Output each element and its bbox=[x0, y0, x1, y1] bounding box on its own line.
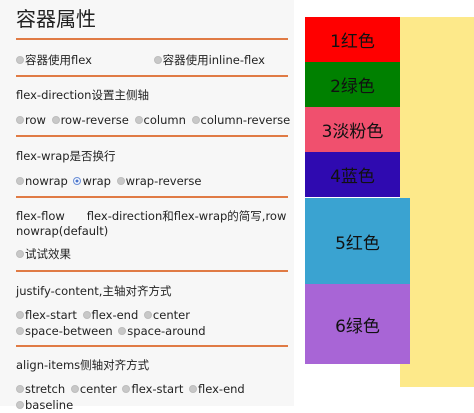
option-label: column-reverse bbox=[200, 113, 291, 127]
flex-wrap-label: flex-wrap是否换行 bbox=[16, 149, 116, 163]
flex-wrap-wrap-option[interactable]: wrap bbox=[73, 173, 111, 189]
flex-item-1: 1红色 bbox=[305, 17, 400, 62]
option-label: flex-end bbox=[198, 382, 245, 396]
radio-row-reverse[interactable] bbox=[51, 116, 60, 124]
flex-wrap-options: nowrap wrap wrap-reverse bbox=[16, 173, 203, 189]
align-baseline-option[interactable]: baseline bbox=[16, 397, 73, 413]
flex-item-5: 5红色 bbox=[305, 198, 410, 284]
flex-flow-label: flex-flow flex-direction和flex-wrap的简写,row bbox=[16, 208, 288, 224]
flex-wrap-wrap-reverse-option[interactable]: wrap-reverse bbox=[116, 173, 202, 189]
page-title: 容器属性 bbox=[16, 7, 96, 31]
flex-flow-name: flex-flow bbox=[16, 209, 65, 223]
align-items-label: align-items侧轴对齐方式 bbox=[16, 358, 150, 372]
control-panel: 容器属性 容器使用flex 容器使用inline-flex flex-direc… bbox=[16, 7, 292, 412]
option-label: baseline bbox=[25, 398, 74, 412]
radio-justify-space-between[interactable] bbox=[16, 327, 24, 335]
option-label: center bbox=[79, 382, 117, 396]
flex-direction-row-reverse-option[interactable]: row-reverse bbox=[51, 112, 129, 128]
option-label: 试试效果 bbox=[25, 247, 71, 261]
flex-item-label: 2绿色 bbox=[330, 77, 375, 97]
flex-flow-options: 试试效果 bbox=[16, 246, 73, 262]
align-flex-end-option[interactable]: flex-end bbox=[189, 381, 245, 397]
align-stretch-option[interactable]: stretch bbox=[16, 381, 65, 397]
flex-container bbox=[400, 17, 474, 387]
option-label: nowrap bbox=[25, 174, 68, 188]
radio-justify-flex-end[interactable] bbox=[82, 311, 91, 319]
display-options: 容器使用flex 容器使用inline-flex bbox=[16, 52, 267, 68]
radio-wrap[interactable] bbox=[73, 177, 82, 185]
align-items-options: stretch center flex-start flex-end basel… bbox=[16, 381, 288, 413]
flex-item-4: 4蓝色 bbox=[305, 152, 400, 197]
option-label: flex-start bbox=[25, 308, 77, 322]
divider bbox=[16, 75, 288, 77]
flex-direction-options: row row-reverse column column-reverse bbox=[16, 112, 292, 128]
flex-wrap-nowrap-option[interactable]: nowrap bbox=[16, 173, 68, 189]
option-label: 容器使用inline-flex bbox=[162, 53, 265, 67]
option-label: space-between bbox=[25, 324, 113, 338]
radio-wrap-reverse[interactable] bbox=[116, 177, 125, 185]
radio-nowrap[interactable] bbox=[16, 177, 24, 185]
justify-flex-end-option[interactable]: flex-end bbox=[82, 307, 139, 323]
flex-item-label: 4蓝色 bbox=[330, 167, 375, 187]
flex-flow-desc-2: nowrap(default) bbox=[16, 224, 109, 238]
radio-display-flex[interactable] bbox=[16, 56, 24, 64]
justify-content-label: justify-content,主轴对齐方式 bbox=[16, 284, 172, 298]
radio-align-flex-start[interactable] bbox=[122, 385, 131, 393]
option-label: wrap-reverse bbox=[125, 174, 202, 188]
justify-center-option[interactable]: center bbox=[143, 307, 190, 323]
flex-item-label: 6绿色 bbox=[335, 316, 380, 337]
flex-item-2: 2绿色 bbox=[305, 62, 400, 107]
flex-item-3: 3淡粉色 bbox=[305, 107, 400, 152]
radio-column-reverse[interactable] bbox=[191, 116, 200, 124]
radio-try[interactable] bbox=[16, 250, 24, 258]
display-inline-flex-option[interactable]: 容器使用inline-flex bbox=[153, 52, 265, 68]
divider bbox=[16, 196, 288, 198]
justify-flex-start-option[interactable]: flex-start bbox=[16, 307, 77, 323]
justify-content-options: flex-start flex-end center space-between… bbox=[16, 307, 288, 339]
divider bbox=[16, 135, 288, 137]
divider bbox=[16, 345, 288, 347]
radio-align-flex-end[interactable] bbox=[189, 385, 197, 393]
display-flex-option[interactable]: 容器使用flex bbox=[16, 52, 92, 68]
option-label: row bbox=[25, 113, 46, 127]
option-label: column bbox=[143, 113, 186, 127]
flex-direction-column-reverse-option[interactable]: column-reverse bbox=[191, 112, 291, 128]
option-label: 容器使用flex bbox=[25, 53, 92, 67]
radio-display-inline-flex[interactable] bbox=[153, 56, 162, 64]
radio-align-stretch[interactable] bbox=[16, 385, 24, 393]
align-flex-start-option[interactable]: flex-start bbox=[122, 381, 183, 397]
justify-space-between-option[interactable]: space-between bbox=[16, 323, 113, 339]
flex-item-label: 3淡粉色 bbox=[321, 122, 384, 142]
radio-row[interactable] bbox=[16, 116, 24, 124]
flex-item-label: 1红色 bbox=[330, 32, 375, 52]
flex-item-6: 6绿色 bbox=[305, 284, 410, 364]
radio-justify-center[interactable] bbox=[143, 311, 152, 319]
flex-flow-try-option[interactable]: 试试效果 bbox=[16, 246, 71, 262]
flex-item-label: 5红色 bbox=[335, 233, 380, 254]
radio-column[interactable] bbox=[134, 116, 143, 124]
option-label: space-around bbox=[127, 324, 206, 338]
divider bbox=[16, 270, 288, 272]
option-label: wrap bbox=[82, 174, 111, 188]
align-center-option[interactable]: center bbox=[70, 381, 117, 397]
flex-flow-desc: flex-direction和flex-wrap的简写,row bbox=[86, 209, 287, 223]
radio-justify-space-around[interactable] bbox=[118, 327, 127, 335]
justify-space-around-option[interactable]: space-around bbox=[118, 323, 206, 339]
radio-justify-flex-start[interactable] bbox=[16, 311, 24, 319]
option-label: center bbox=[152, 308, 190, 322]
flex-direction-column-option[interactable]: column bbox=[134, 112, 186, 128]
radio-align-center[interactable] bbox=[70, 385, 79, 393]
option-label: stretch bbox=[25, 382, 66, 396]
radio-align-baseline[interactable] bbox=[16, 401, 24, 409]
flex-container-preview: 1红色 2绿色 3淡粉色 4蓝色 5红色 6绿色 bbox=[305, 17, 474, 387]
option-label: flex-start bbox=[131, 382, 184, 396]
flex-direction-row-option[interactable]: row bbox=[16, 112, 46, 128]
flex-direction-label: flex-direction设置主侧轴 bbox=[16, 88, 149, 102]
option-label: row-reverse bbox=[60, 113, 129, 127]
divider bbox=[16, 38, 288, 40]
option-label: flex-end bbox=[91, 308, 139, 322]
